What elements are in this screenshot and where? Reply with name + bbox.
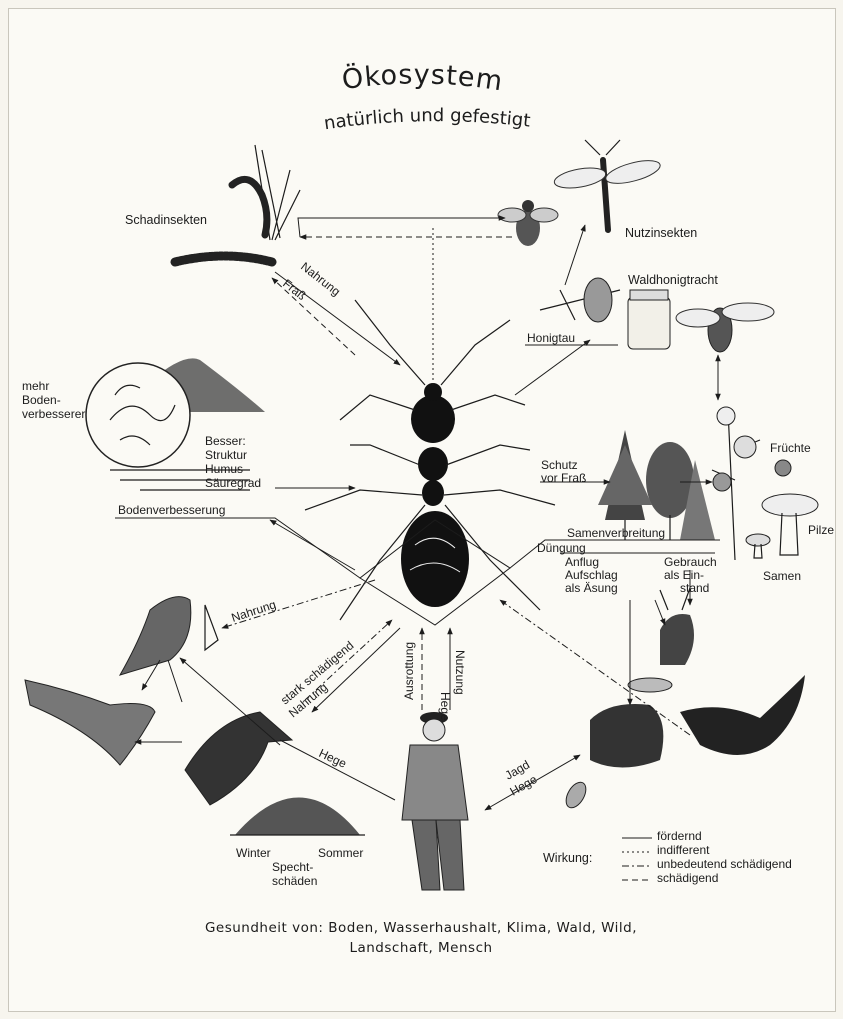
subtitle: natürlich und gefestigt xyxy=(323,105,532,134)
label-summer: Sommer xyxy=(318,846,363,860)
footer-line-1: Gesundheit von: Boden, Wasserhaushalt, K… xyxy=(205,920,637,936)
label-care-vertical: Hege xyxy=(438,692,452,721)
label-as-forage: als Äsung xyxy=(565,581,618,595)
line-soil-improvement xyxy=(115,518,360,578)
ichneumon-wasp-illustration xyxy=(553,140,663,230)
label-from-feeding: vor Fraß xyxy=(541,471,586,485)
arrow-capercaillie-to-ant xyxy=(500,600,690,735)
label-soil-improvement: Bodenverbesserung xyxy=(118,503,225,517)
woodpecker-illustration xyxy=(185,712,292,805)
label-protection: Schutz xyxy=(541,458,578,472)
capercaillie-illustration xyxy=(680,675,805,755)
legend-item-minor-damage: unbedeutend schädigend xyxy=(657,857,792,871)
label-woodpecker: Specht- xyxy=(272,860,313,874)
label-beneficial-insects: Nutzinsekten xyxy=(625,226,697,240)
label-improvers: verbesserer xyxy=(22,407,85,421)
legend-item-indifferent: indifferent xyxy=(657,843,710,857)
footer-line-2: Landschaft, Mensch xyxy=(349,940,492,956)
label-bird-food: Nahrung xyxy=(230,597,278,625)
label-stand: stand xyxy=(680,581,709,595)
label-winter: Winter xyxy=(236,846,271,860)
label-forest-honey: Waldhonigtracht xyxy=(628,273,718,287)
label-use: Gebrauch xyxy=(664,555,717,569)
pest-insects-illustration xyxy=(175,145,300,262)
label-mast: Aufschlag xyxy=(565,568,618,582)
forest-trees-illustration xyxy=(598,430,715,540)
label-damage: schäden xyxy=(272,874,317,888)
label-fertilization: Düngung xyxy=(537,541,586,555)
forester-illustration xyxy=(402,712,468,890)
label-more: mehr xyxy=(22,379,49,393)
arrow-pests-to-beneficials xyxy=(298,218,505,237)
arrow-ant-to-honeydew xyxy=(515,340,590,395)
honeydew-bee-illustration xyxy=(540,278,774,352)
label-pest-insects: Schadinsekten xyxy=(125,213,207,227)
label-seedfall: Anflug xyxy=(565,555,599,569)
fly-illustration xyxy=(498,200,558,246)
label-as-cover: als Ein- xyxy=(664,568,704,582)
arrow-to-wasp xyxy=(565,225,585,285)
label-fruits: Früchte xyxy=(770,441,811,455)
arrow-to-soil xyxy=(270,520,355,570)
label-structure: Struktur xyxy=(205,448,247,462)
label-extermination: Ausrottung xyxy=(402,642,416,700)
label-mushrooms: Pilze xyxy=(808,523,834,537)
legend: Wirkung: fördernd indifferent unbedeuten… xyxy=(543,829,792,885)
label-humus: Humus xyxy=(205,462,243,476)
legend-title: Wirkung: xyxy=(543,851,592,865)
label-honeydew: Honigtau xyxy=(527,331,575,345)
title: Ökosystem xyxy=(340,59,505,97)
line-care-woodpecker xyxy=(280,740,395,800)
line-songbird-branch xyxy=(168,660,182,702)
anthill-illustration xyxy=(230,798,365,836)
roe-deer-illustration xyxy=(660,588,694,665)
label-better: Besser: xyxy=(205,434,246,448)
arrow-to-deer xyxy=(655,600,665,625)
label-seeds: Samen xyxy=(763,569,801,583)
label-acidity: Säuregrad xyxy=(205,476,261,490)
label-utilization: Nutzung xyxy=(453,650,467,695)
cuckoo-illustration xyxy=(25,680,155,765)
legend-item-promoting: fördernd xyxy=(657,829,702,843)
wild-boar-illustration xyxy=(590,704,663,768)
label-soil: Boden- xyxy=(22,393,61,407)
ant-illustration xyxy=(305,300,555,620)
label-seed-dispersal: Samenverbreitung xyxy=(567,526,665,540)
legend-item-damaging: schädigend xyxy=(657,871,718,885)
